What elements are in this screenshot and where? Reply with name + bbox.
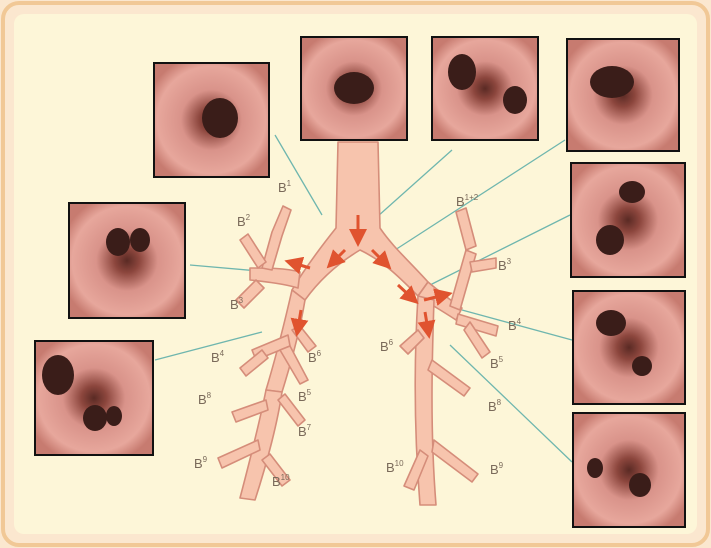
endoscopic-image-l-upper [570, 162, 686, 278]
endoscopic-image-r-upper [153, 62, 270, 178]
endoscopic-image-r-lower [34, 340, 154, 456]
endoscopic-image-r-intermediate [68, 202, 186, 319]
endoscopic-image-l-lower [572, 412, 686, 528]
endoscopic-image-lingula [572, 290, 686, 405]
endoscopic-image-carina [431, 36, 539, 141]
endoscopic-image-trachea [300, 36, 408, 141]
endoscopic-image-l-main [566, 38, 680, 152]
